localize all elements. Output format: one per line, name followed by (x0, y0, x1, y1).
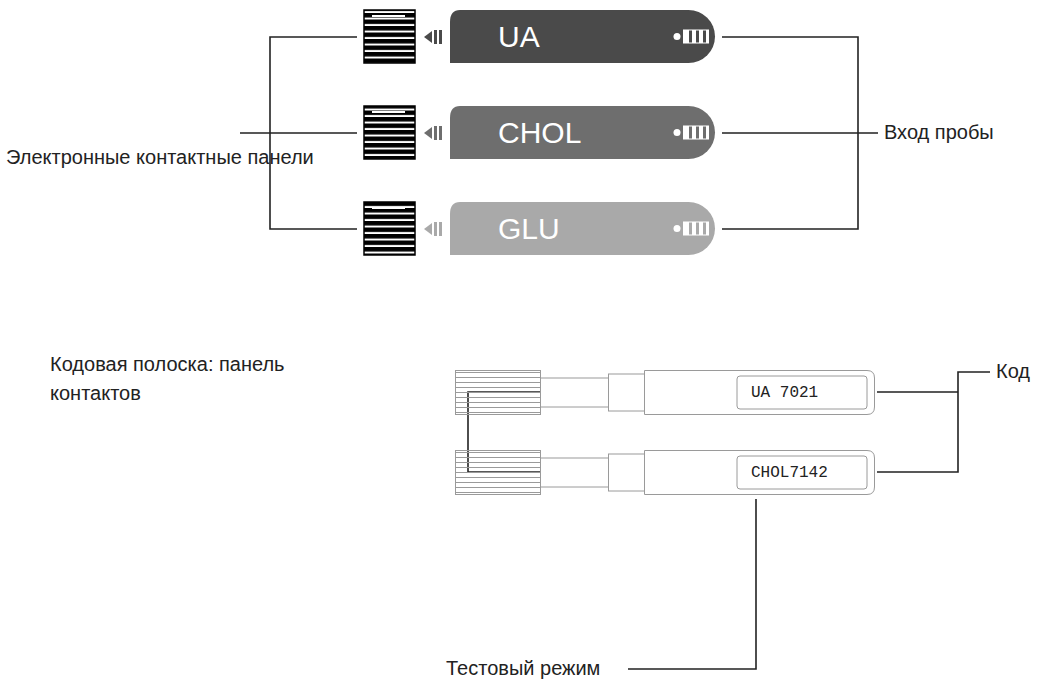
inlet-bar (689, 127, 692, 139)
inlet-bar (703, 31, 706, 43)
callout-label: Вход пробы (884, 118, 1054, 147)
inlet-bar (696, 223, 699, 235)
contact-panel (364, 10, 415, 255)
sample-inlet (683, 222, 709, 236)
insert-arrow (424, 30, 442, 236)
inlet-bar (703, 127, 706, 139)
strip-label: UA (498, 20, 540, 54)
strip-label: GLU (498, 212, 560, 246)
code-grip (609, 454, 645, 491)
callout-label: Кодовая полоска: панель контактов (50, 350, 350, 408)
leader-line (628, 499, 756, 669)
callout-label: Код (996, 357, 1056, 386)
code-text: UA 7021 (751, 384, 818, 402)
code-label-area (645, 371, 875, 415)
inlet-bar (703, 223, 706, 235)
code-text: CHOL7142 (751, 464, 828, 482)
code-contacts (456, 371, 541, 415)
code-neck (541, 378, 609, 407)
code-label-frame (737, 376, 867, 409)
code-label-frame (737, 456, 867, 489)
inlet-dot (674, 33, 681, 40)
strip-label: CHOL (498, 116, 581, 150)
strip-outline (450, 106, 715, 159)
inlet-bar (696, 127, 699, 139)
inlet-dot (674, 225, 681, 232)
inlet-bar (689, 31, 692, 43)
code-contacts (456, 451, 541, 495)
test-strip: CHOL (450, 106, 715, 159)
strip-body (450, 106, 715, 159)
test-strip: UA (450, 10, 715, 63)
sample-inlet (683, 126, 709, 140)
code-strip: UA 7021 (455, 370, 875, 415)
inlet-bar (696, 31, 699, 43)
callout-label: Тестовый режим (446, 654, 626, 683)
code-label-area (645, 451, 875, 495)
sample-inlet (683, 30, 709, 44)
callout-label: Электронные контактные панели (6, 143, 336, 172)
strip-body (450, 202, 715, 255)
code-grip (609, 374, 645, 411)
code-strip: CHOL7142 (455, 450, 875, 495)
inlet-bar (689, 223, 692, 235)
code-neck (541, 458, 609, 487)
strip-outline (450, 202, 715, 255)
test-strip: GLU (450, 202, 715, 255)
strip-outline (450, 10, 715, 63)
strip-body (450, 10, 715, 63)
bracket (240, 37, 990, 472)
inlet-dot (674, 129, 681, 136)
